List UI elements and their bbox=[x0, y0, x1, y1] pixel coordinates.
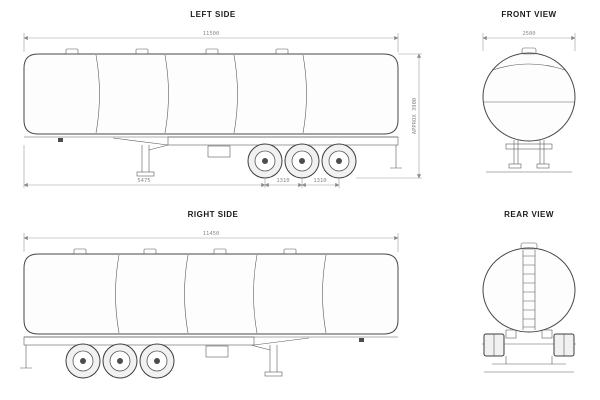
landing-gear bbox=[250, 344, 283, 377]
left-side-bottom-dimensions: 5475 1310 1310 bbox=[23, 145, 340, 188]
right-side-tank-body bbox=[23, 248, 399, 335]
kingpin bbox=[359, 338, 364, 342]
dim-front-to-axle-label: 5475 bbox=[137, 178, 150, 184]
toolbox bbox=[207, 145, 231, 158]
left-side-length-label: 11500 bbox=[203, 31, 220, 37]
toolbox bbox=[205, 345, 229, 358]
dim-axle2-label: 1310 bbox=[313, 178, 326, 184]
front-view: FRONT VIEW 2500 bbox=[482, 10, 576, 173]
right-side-chassis bbox=[20, 336, 398, 377]
front-view-title: FRONT VIEW bbox=[501, 10, 556, 19]
landing-gear bbox=[136, 144, 169, 177]
left-side-title: LEFT SIDE bbox=[190, 10, 236, 19]
right-side-length-label: 11450 bbox=[203, 231, 220, 237]
front-width-label: 2500 bbox=[522, 31, 535, 37]
right-side-title: RIGHT SIDE bbox=[188, 210, 239, 219]
rear-tank-shell bbox=[482, 242, 576, 333]
left-side-tank-body bbox=[23, 48, 399, 135]
rear-bumper bbox=[492, 356, 566, 365]
rear-view: REAR VIEW bbox=[482, 210, 576, 373]
rear-undercarriage bbox=[482, 329, 576, 373]
left-side-height-dimension: APPROX 3900 bbox=[356, 53, 422, 179]
right-side-wheels bbox=[65, 343, 175, 379]
front-width-dimension: 2500 bbox=[482, 31, 576, 51]
rear-bumper bbox=[390, 145, 402, 169]
left-side-view: LEFT SIDE 11500 bbox=[23, 10, 422, 188]
rear-ladder bbox=[522, 250, 536, 330]
kingpin bbox=[58, 138, 63, 142]
left-side-height-label: APPROX 3900 bbox=[412, 98, 418, 134]
left-side-length-dimension: 11500 bbox=[23, 31, 399, 52]
right-side-length-dimension: 11450 bbox=[23, 231, 399, 252]
left-side-chassis bbox=[24, 136, 402, 177]
front-tank-shell bbox=[482, 47, 576, 142]
front-undercarriage bbox=[486, 140, 572, 173]
dim-axle1-label: 1310 bbox=[276, 178, 289, 184]
rear-bumper bbox=[20, 345, 32, 369]
manhole-cover bbox=[521, 47, 537, 55]
manhole-cover bbox=[520, 242, 538, 250]
rear-view-title: REAR VIEW bbox=[504, 210, 554, 219]
left-side-wheels bbox=[247, 143, 357, 179]
right-side-view: RIGHT SIDE 11450 bbox=[20, 210, 399, 379]
